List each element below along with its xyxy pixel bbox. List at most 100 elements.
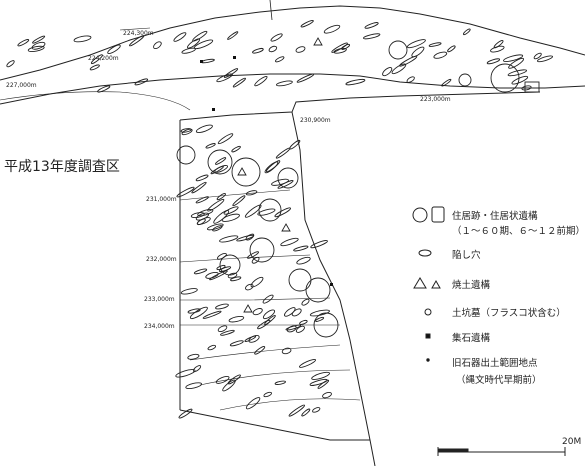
- grid-label: 224,200m: [88, 55, 119, 62]
- pit-mark: [210, 165, 224, 175]
- pit-mark: [215, 375, 230, 384]
- pit-mark: [245, 397, 261, 410]
- pit-mark: [428, 42, 442, 47]
- dwelling-features: [176, 40, 540, 338]
- pit-mark: [341, 43, 351, 50]
- pit-mark: [275, 147, 291, 159]
- pit-mark: [291, 308, 302, 317]
- pit-mark: [309, 378, 328, 386]
- pit-mark: [265, 160, 281, 173]
- scale-bar: [437, 447, 566, 456]
- pit-mark: [244, 204, 262, 218]
- pit-mark: [331, 42, 348, 53]
- pit-mark: [286, 325, 297, 333]
- pit-mark: [363, 33, 381, 40]
- legend-findspot: 旧石器出土範囲地点: [452, 358, 538, 369]
- grid-label: 234,000m: [144, 323, 175, 330]
- pit-mark: [190, 212, 205, 219]
- pit-mark: [89, 64, 100, 71]
- pit-mark: [274, 380, 286, 385]
- pit-mark: [300, 20, 314, 28]
- pit-mark: [97, 85, 111, 93]
- pit-mark: [284, 307, 296, 317]
- pit-mark: [6, 60, 15, 68]
- pit-mark: [220, 329, 235, 336]
- pit-mark: [215, 157, 227, 165]
- pit-mark: [195, 196, 209, 204]
- pit-mark: [406, 76, 415, 83]
- pit-mark: [295, 46, 306, 53]
- grid-label: 233,000m: [144, 296, 175, 303]
- legend-kiln: 焼土遺構: [452, 280, 491, 291]
- pit-mark: [192, 30, 208, 42]
- legend-findspot-note: （縄文時代早期前）: [456, 375, 542, 386]
- pit-mark: [73, 35, 92, 43]
- pit-mark: [257, 208, 276, 216]
- pit-mark: [298, 358, 317, 368]
- pit-mark: [391, 63, 407, 75]
- pit-mark: [245, 233, 255, 241]
- pit-mark: [107, 44, 121, 55]
- pit-mark: [187, 38, 200, 49]
- pit-mark: [215, 303, 229, 310]
- pit-mark: [153, 41, 162, 50]
- pit-mark: [322, 391, 332, 399]
- pit-mark: [205, 143, 216, 149]
- grid-label: 223,000m: [420, 96, 451, 103]
- pit-mark: [275, 80, 293, 87]
- pit-mark: [195, 174, 209, 182]
- pit-mark: [217, 325, 228, 333]
- pit-mark: [299, 319, 308, 325]
- pit-mark: [364, 22, 379, 29]
- legend-pit: 陥し穴: [452, 250, 481, 261]
- pit-mark: [245, 283, 254, 291]
- pit-mark: [17, 39, 30, 47]
- pit-mark: [311, 371, 330, 380]
- pit-mark: [285, 324, 302, 331]
- pit-mark: [264, 161, 279, 174]
- pit-mark: [264, 315, 276, 325]
- grid-label: 232,000m: [146, 256, 177, 263]
- pit-mark: [263, 391, 273, 398]
- pit-mark: [310, 240, 328, 249]
- pit-mark: [191, 181, 207, 194]
- pit-mark: [274, 56, 285, 63]
- pit-mark: [406, 39, 426, 49]
- pit-mark: [433, 51, 448, 59]
- pit-mark: [197, 208, 214, 217]
- pit-mark: [493, 40, 504, 49]
- pit-mark: [262, 294, 274, 304]
- pit-mark: [187, 353, 200, 360]
- pit-mark: [173, 32, 187, 42]
- pit-mark: [27, 45, 45, 53]
- pit-mark: [309, 309, 330, 317]
- pit-mark: [293, 245, 309, 252]
- pit-mark: [245, 190, 258, 196]
- pit-mark: [257, 319, 271, 330]
- pit-mark: [312, 407, 321, 413]
- pit-mark: [232, 195, 246, 207]
- pit-mark: [251, 256, 260, 264]
- pit-mark: [229, 340, 244, 347]
- pit-mark: [254, 346, 266, 355]
- legend-dwelling-note: （１～６０期、６～１２前期）: [452, 226, 585, 237]
- pit-mark: [323, 24, 341, 34]
- pit-mark: [252, 48, 264, 54]
- pit-mark: [503, 54, 524, 62]
- pit-mark: [216, 193, 226, 201]
- pit-mark: [206, 223, 224, 231]
- stone-features: [200, 56, 333, 286]
- pit-mark: [315, 316, 325, 322]
- pit-mark: [441, 78, 452, 87]
- grid-label: 224,300m: [123, 30, 154, 37]
- pit-mark: [228, 315, 245, 323]
- pit-mark: [176, 186, 195, 198]
- pit-mark: [250, 276, 264, 288]
- pit-mark: [511, 75, 529, 85]
- pit-mark: [180, 288, 198, 295]
- pit-mark: [217, 133, 234, 145]
- pit-mark: [508, 57, 525, 69]
- legend-dwelling: 住居跡・住居状遺構: [452, 211, 538, 222]
- pit-mark: [227, 31, 239, 40]
